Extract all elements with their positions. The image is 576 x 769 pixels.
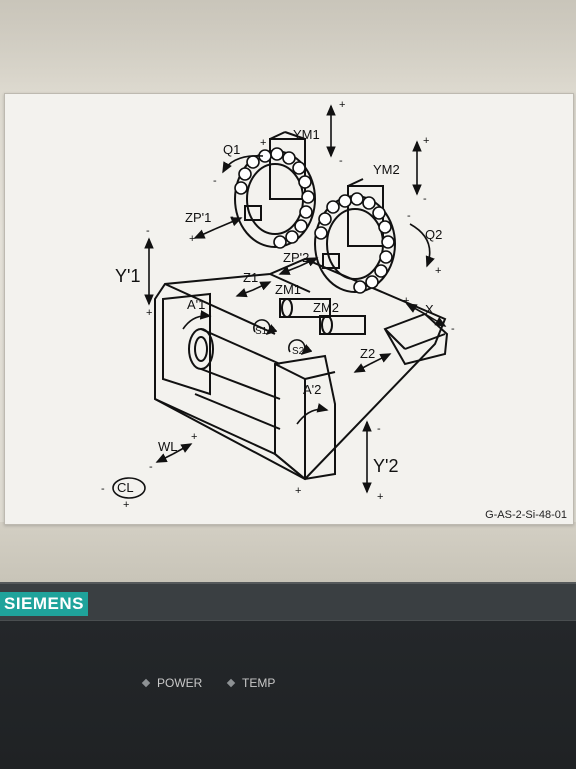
label-y1: Y'1 xyxy=(115,266,140,286)
sign-y1-plus: + xyxy=(146,307,152,319)
sign-ym1-minus: - xyxy=(339,155,343,167)
label-z1: Z1 xyxy=(243,270,258,285)
hmi-panel: POWER TEMP xyxy=(0,620,576,769)
sign-wl-minus: - xyxy=(149,461,153,473)
temp-led-icon xyxy=(226,678,236,688)
power-label: POWER xyxy=(157,676,203,690)
sign-q1-plus: + xyxy=(260,137,266,149)
sign-q1-minus: - xyxy=(213,175,217,187)
siemens-logo: SIEMENS xyxy=(0,592,89,616)
label-z2: Z2 xyxy=(360,346,375,361)
sign-y1-minus: - xyxy=(146,225,150,237)
hmi-bezel: SIEMENS POWER TEMP xyxy=(0,582,576,769)
sign-ym2-minus: - xyxy=(423,193,427,205)
machine-base xyxy=(154,257,449,481)
sign-cl-plus: + xyxy=(123,499,129,511)
label-s1: S1 xyxy=(255,326,268,337)
direction-signs: + - + - - + - + - + - + + - - + + + - - … xyxy=(101,99,455,511)
machine-axis-diagram: YM1 YM2 Q1 Q2 ZP'1 ZP'2 Y'1 Y'2 Z1 Z2 ZM… xyxy=(101,99,455,511)
label-a1: A'1 xyxy=(187,297,205,312)
sign-x-minus: - xyxy=(451,323,455,335)
axis-labels: YM1 YM2 Q1 Q2 ZP'1 ZP'2 Y'1 Y'2 Z1 Z2 ZM… xyxy=(115,127,442,495)
label-s2: S2 xyxy=(292,346,305,357)
sign-ym2-plus: + xyxy=(423,135,429,147)
label-x: X xyxy=(425,302,434,317)
sign-q2-plus: + xyxy=(435,265,441,277)
sign-wl-plus: + xyxy=(191,431,197,443)
sign-y2-plus: + xyxy=(377,491,383,503)
sign-zp1-plus: + xyxy=(189,233,195,245)
label-q1: Q1 xyxy=(223,142,240,157)
label-cl: CL xyxy=(117,480,134,495)
sign-a2-plus: + xyxy=(295,485,301,497)
sign-y2-minus: - xyxy=(377,423,381,435)
power-indicator: POWER xyxy=(141,676,203,690)
power-led-icon xyxy=(141,678,151,688)
workpiece-drum xyxy=(188,328,281,430)
sign-x-plus: + xyxy=(403,295,409,307)
sign-q2-minus: - xyxy=(407,210,411,222)
label-zm1: ZM1 xyxy=(275,282,301,297)
axis-arrows xyxy=(112,104,447,499)
temp-label: TEMP xyxy=(242,676,276,690)
label-q2: Q2 xyxy=(425,227,442,242)
label-zm2: ZM2 xyxy=(313,300,339,315)
temp-indicator: TEMP xyxy=(226,676,276,690)
sign-zp1-minus: - xyxy=(230,211,234,223)
label-ym2: YM2 xyxy=(373,162,400,177)
drawing-code: G-AS-2-Si-48-01 xyxy=(485,509,567,521)
tool-pockets xyxy=(234,147,395,294)
sign-ym1-plus: + xyxy=(339,99,345,111)
sign-cl-minus: - xyxy=(101,483,105,495)
label-a2: A'2 xyxy=(303,382,321,397)
wall-shadow xyxy=(0,0,576,90)
label-y2: Y'2 xyxy=(373,456,398,476)
label-wl: WL xyxy=(158,439,178,454)
label-zp2: ZP'2 xyxy=(283,250,309,265)
cabinet-top-edge xyxy=(0,522,576,582)
label-ym1: YM1 xyxy=(293,127,320,142)
label-zp1: ZP'1 xyxy=(185,210,211,225)
hmi-topbar: SIEMENS xyxy=(0,582,576,622)
axis-diagram-placard: YM1 YM2 Q1 Q2 ZP'1 ZP'2 Y'1 Y'2 Z1 Z2 ZM… xyxy=(4,93,574,525)
